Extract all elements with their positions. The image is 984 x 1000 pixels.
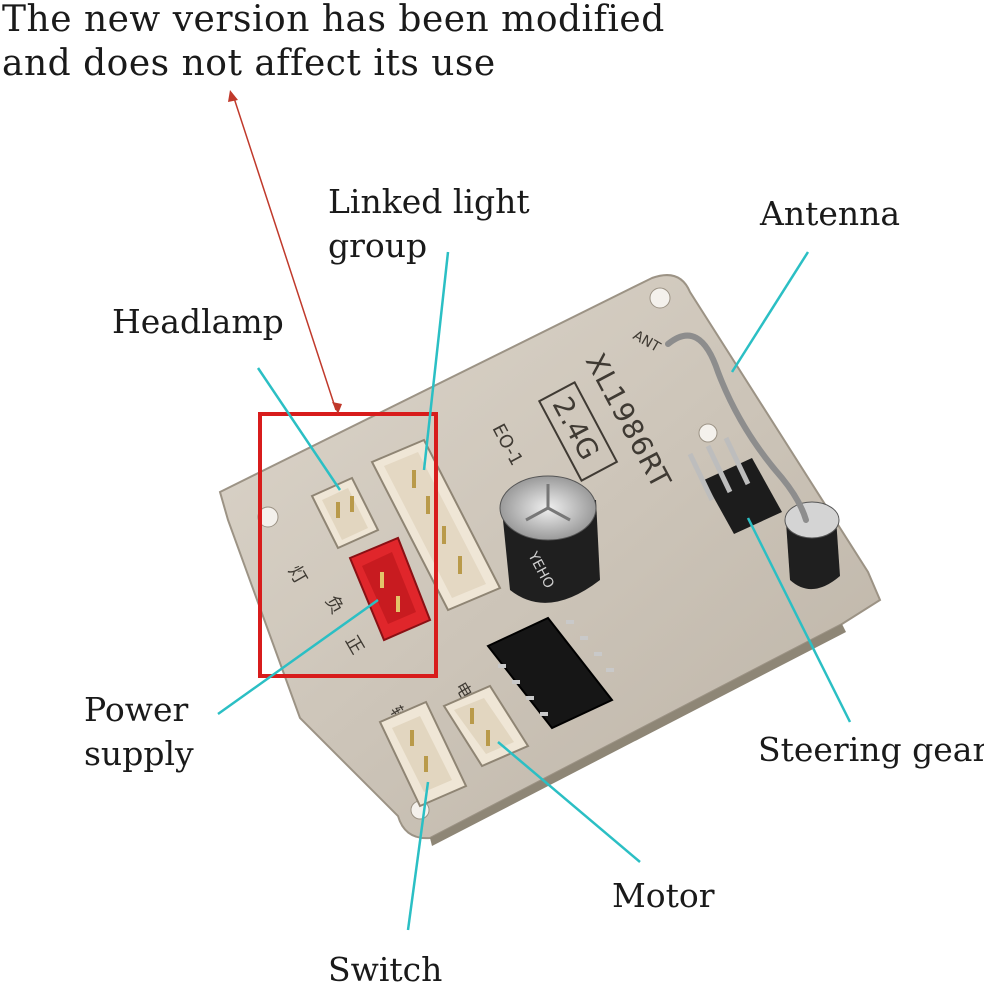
power-supply-connector	[348, 536, 432, 642]
highlight-box	[258, 412, 438, 678]
note-line-2: and does not affect its use	[2, 43, 496, 84]
label-linked-light-2: group	[328, 226, 428, 265]
steering-gear-header	[687, 436, 782, 534]
callout-lines	[217, 251, 852, 931]
callout-antenna	[730, 251, 810, 373]
callout-linked-light	[422, 251, 450, 471]
pcb-edge-shadow	[430, 624, 846, 846]
motor-connector	[442, 684, 530, 768]
label-motor: Motor	[612, 876, 715, 915]
label-switch: Switch	[328, 950, 443, 989]
label-power-2: supply	[84, 734, 194, 773]
note-arrow-head	[228, 90, 238, 102]
antenna-wire	[665, 332, 809, 523]
callout-motor	[497, 741, 641, 863]
note-arrow-head-bottom	[332, 402, 342, 414]
callout-headlamp	[256, 367, 342, 491]
note-line-1: The new version has been modified	[2, 0, 665, 40]
mount-hole	[649, 287, 671, 309]
label-linked-light-1: Linked light	[328, 182, 530, 221]
mount-hole	[698, 423, 718, 443]
label-antenna: Antenna	[760, 194, 901, 233]
label-steering-gear: Steering gear	[758, 730, 984, 769]
callout-switch	[406, 781, 430, 931]
label-power-1: Power	[84, 690, 189, 729]
note-arrow-line	[233, 97, 337, 411]
small-capacitor	[784, 501, 840, 590]
callout-power	[217, 598, 379, 716]
switch-connector	[378, 700, 468, 808]
headlamp-connector	[310, 476, 380, 550]
main-capacitor: YEHO	[499, 475, 600, 603]
ic-chip	[486, 616, 614, 730]
callout-steering	[746, 517, 852, 723]
label-headlamp: Headlamp	[112, 302, 284, 341]
